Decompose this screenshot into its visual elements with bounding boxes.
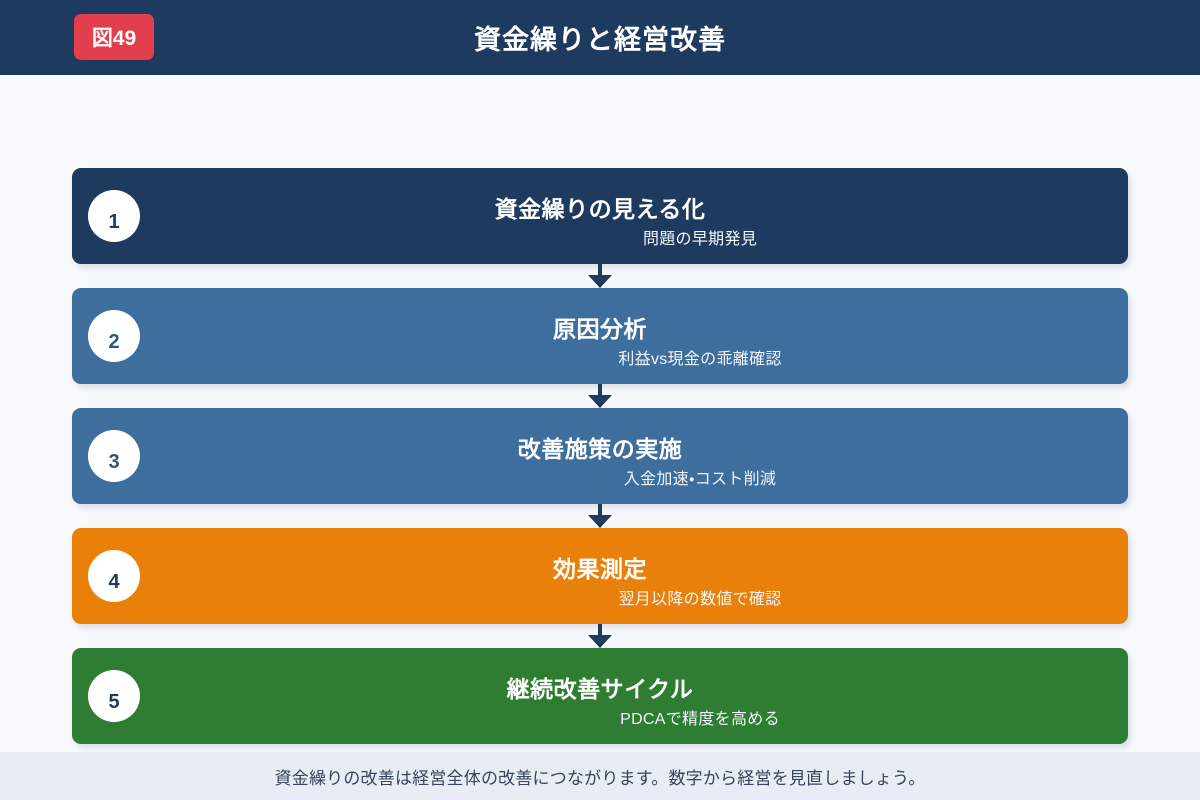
arrow-stem-icon — [598, 504, 602, 518]
flow-step-3[interactable]: 3 改善施策の実施 入金加速・コスト削減 — [72, 408, 1128, 504]
step-title-4: 効果測定 — [553, 556, 647, 582]
figure-badge: 図49 — [74, 14, 154, 60]
step-subtitle-4: 翌月以降の数値で確認 — [618, 591, 782, 608]
step-text-group-3: 改善施策の実施 入金加速・コスト削減 — [72, 408, 1128, 504]
flow-arrow-4-to-5 — [72, 624, 1128, 648]
flow-diagram: 1 資金繰りの見える化 問題の早期発見 2 原因分析 利益vs現金の乖離確認 3… — [72, 168, 1128, 744]
step-title-1: 資金繰りの見える化 — [494, 196, 706, 222]
arrow-down-icon — [588, 275, 612, 288]
flow-arrow-1-to-2 — [72, 264, 1128, 288]
step-text-group-4: 効果測定 翌月以降の数値で確認 — [72, 528, 1128, 624]
arrow-down-icon — [588, 635, 612, 648]
step-text-group-2: 原因分析 利益vs現金の乖離確認 — [72, 288, 1128, 384]
arrow-stem-icon — [598, 624, 602, 638]
flow-step-2[interactable]: 2 原因分析 利益vs現金の乖離確認 — [72, 288, 1128, 384]
step-number-badge-4: 4 — [88, 550, 140, 602]
page-footer: 資金繰りの改善は経営全体の改善につながります。数字から経営を見直しましょう。 — [0, 752, 1200, 800]
step-text-group-1: 資金繰りの見える化 問題の早期発見 — [72, 168, 1128, 264]
step-title-5: 継続改善サイクル — [506, 676, 694, 702]
step-number-badge-1: 1 — [88, 190, 140, 242]
flow-step-5[interactable]: 5 継続改善サイクル PDCAで精度を高める — [72, 648, 1128, 744]
step-subtitle-1: 問題の早期発見 — [642, 231, 758, 248]
step-title-3: 改善施策の実施 — [517, 436, 683, 462]
flow-step-4[interactable]: 4 効果測定 翌月以降の数値で確認 — [72, 528, 1128, 624]
arrow-stem-icon — [598, 264, 602, 278]
step-subtitle-5: PDCAで精度を高める — [620, 711, 780, 728]
flow-arrow-2-to-3 — [72, 384, 1128, 408]
footer-message: 資金繰りの改善は経営全体の改善につながります。数字から経営を見直しましょう。 — [274, 768, 926, 788]
step-subtitle-3: 入金加速・コスト削減 — [623, 471, 777, 488]
arrow-stem-icon — [598, 384, 602, 398]
step-number-badge-3: 3 — [88, 430, 140, 482]
flow-step-1[interactable]: 1 資金繰りの見える化 問題の早期発見 — [72, 168, 1128, 264]
step-title-2: 原因分析 — [553, 316, 647, 342]
step-subtitle-2: 利益vs現金の乖離確認 — [618, 351, 782, 368]
flow-arrow-3-to-4 — [72, 504, 1128, 528]
step-text-group-5: 継続改善サイクル PDCAで精度を高める — [72, 648, 1128, 744]
arrow-down-icon — [588, 515, 612, 528]
step-number-badge-5: 5 — [88, 670, 140, 722]
arrow-down-icon — [588, 395, 612, 408]
step-number-badge-2: 2 — [88, 310, 140, 362]
page-title: 資金繰りと経営改善 — [474, 25, 726, 55]
page-header: 図49 資金繰りと経営改善 — [0, 0, 1200, 75]
